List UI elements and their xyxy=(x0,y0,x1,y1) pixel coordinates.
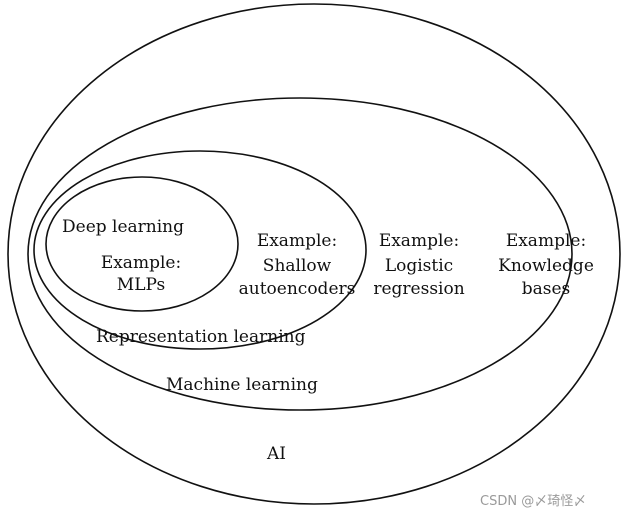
representation-example-label: Example: xyxy=(256,231,338,251)
machine-learning-ellipse xyxy=(27,97,573,411)
ai-example-label: Example: xyxy=(505,231,587,251)
ai-example-value-1: Knowledge xyxy=(498,256,594,276)
ml-example-value-1: Logistic xyxy=(384,256,454,276)
representation-example-value-1: Shallow xyxy=(262,256,332,276)
representation-example-value-2: autoencoders xyxy=(238,279,356,299)
deep-learning-label: Deep learning xyxy=(62,217,185,237)
representation-learning-label: Representation learning xyxy=(96,327,306,347)
deep-learning-example-value: MLPs xyxy=(116,275,166,295)
watermark-text: CSDN @〆琦怪〆 xyxy=(480,494,587,509)
ml-example-value-2: regression xyxy=(373,279,465,299)
deep-learning-ellipse xyxy=(45,176,239,312)
ml-example-label: Example: xyxy=(378,231,460,251)
machine-learning-label: Machine learning xyxy=(166,375,318,395)
ai-label: AI xyxy=(267,444,286,464)
ai-ellipse xyxy=(7,3,621,505)
ai-example-value-2: bases xyxy=(521,279,571,299)
representation-learning-ellipse xyxy=(33,150,367,350)
deep-learning-example-label: Example: xyxy=(100,253,182,273)
